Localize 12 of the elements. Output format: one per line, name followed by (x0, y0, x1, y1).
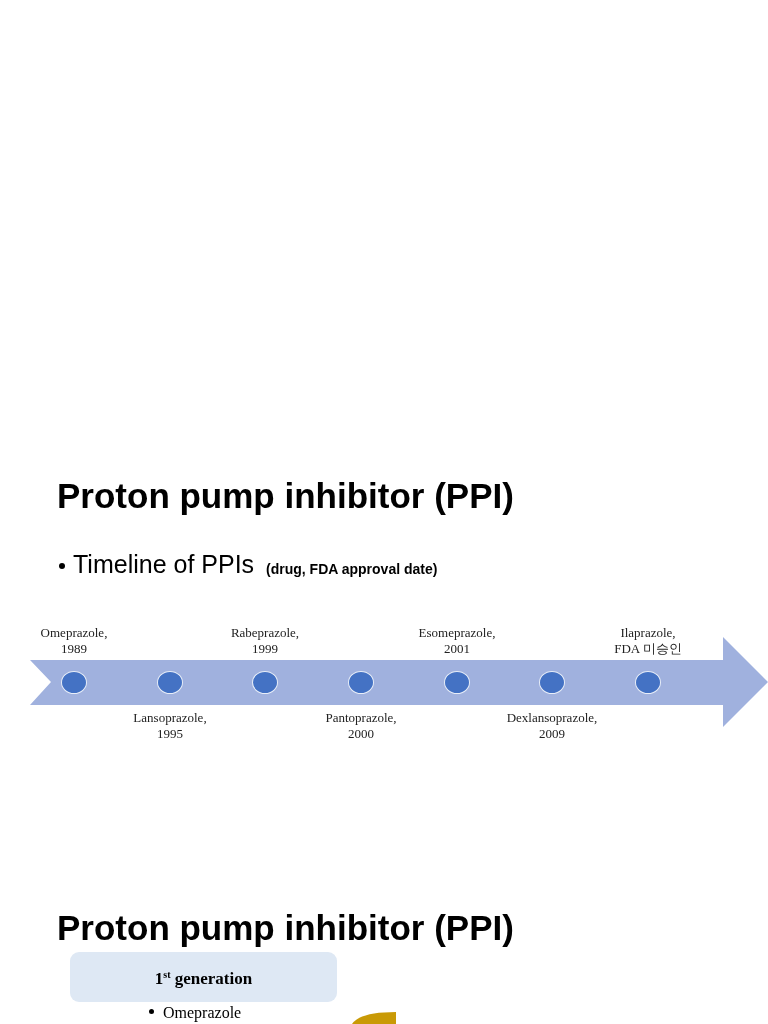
bullet-text: Timeline of PPIs $_{(drug, FDA approval date)}$ (73, 549, 438, 580)
timeline-label: Omeprazole, 1989 (39, 625, 109, 657)
timeline-label: Lansoprazole, 1995 (132, 710, 208, 742)
slide-title: Proton pump inhibitor (PPI) (57, 476, 514, 516)
timeline-label: Dexlansoprazole, 2009 (505, 710, 599, 742)
timeline-label: Ilaprazole, FDA 미승인 (613, 625, 683, 657)
timeline-label: Pantoprazole, 2000 (324, 710, 398, 742)
heading-box (70, 952, 337, 1002)
slide-title: Proton pump inhibitor (PPI) (57, 908, 514, 948)
timeline-label: Esomeprazole, 2001 (417, 625, 497, 657)
timeline-label: Rabeprazole, 1999 (229, 625, 301, 657)
box-heading: 1$^{st}$ generation (154, 968, 253, 989)
